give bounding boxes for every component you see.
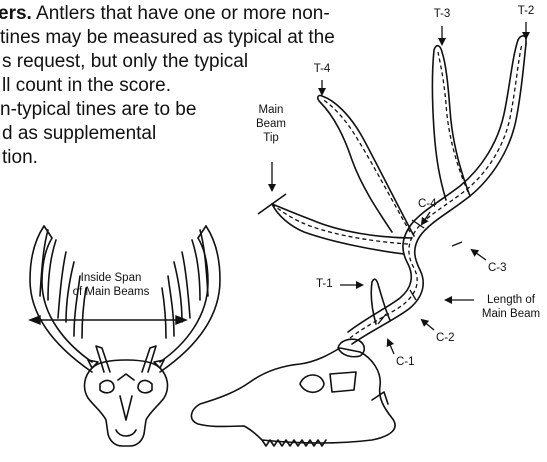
label-t1: T-1	[316, 278, 333, 291]
label-c2: C-2	[436, 332, 455, 345]
label-c1: C-1	[396, 356, 415, 369]
label-main-beam-tip-1: Main	[246, 104, 296, 117]
label-length-1: Length of	[476, 294, 546, 307]
label-main-beam-tip-3: Tip	[246, 132, 296, 145]
label-inside-span-2: of Main Beams	[60, 286, 162, 299]
label-c4: C-4	[418, 198, 437, 211]
label-t3: T-3	[429, 8, 455, 21]
label-main-beam-tip-2: Beam	[246, 118, 296, 131]
side-view-antler	[191, 36, 526, 446]
label-c3: C-3	[488, 262, 507, 275]
label-t2: T-2	[513, 5, 539, 18]
label-t4: T-4	[309, 63, 335, 76]
label-length-2: Main Beam	[476, 308, 546, 321]
main-beam-tip-line	[258, 194, 286, 214]
label-inside-span-1: Inside Span	[66, 272, 156, 285]
